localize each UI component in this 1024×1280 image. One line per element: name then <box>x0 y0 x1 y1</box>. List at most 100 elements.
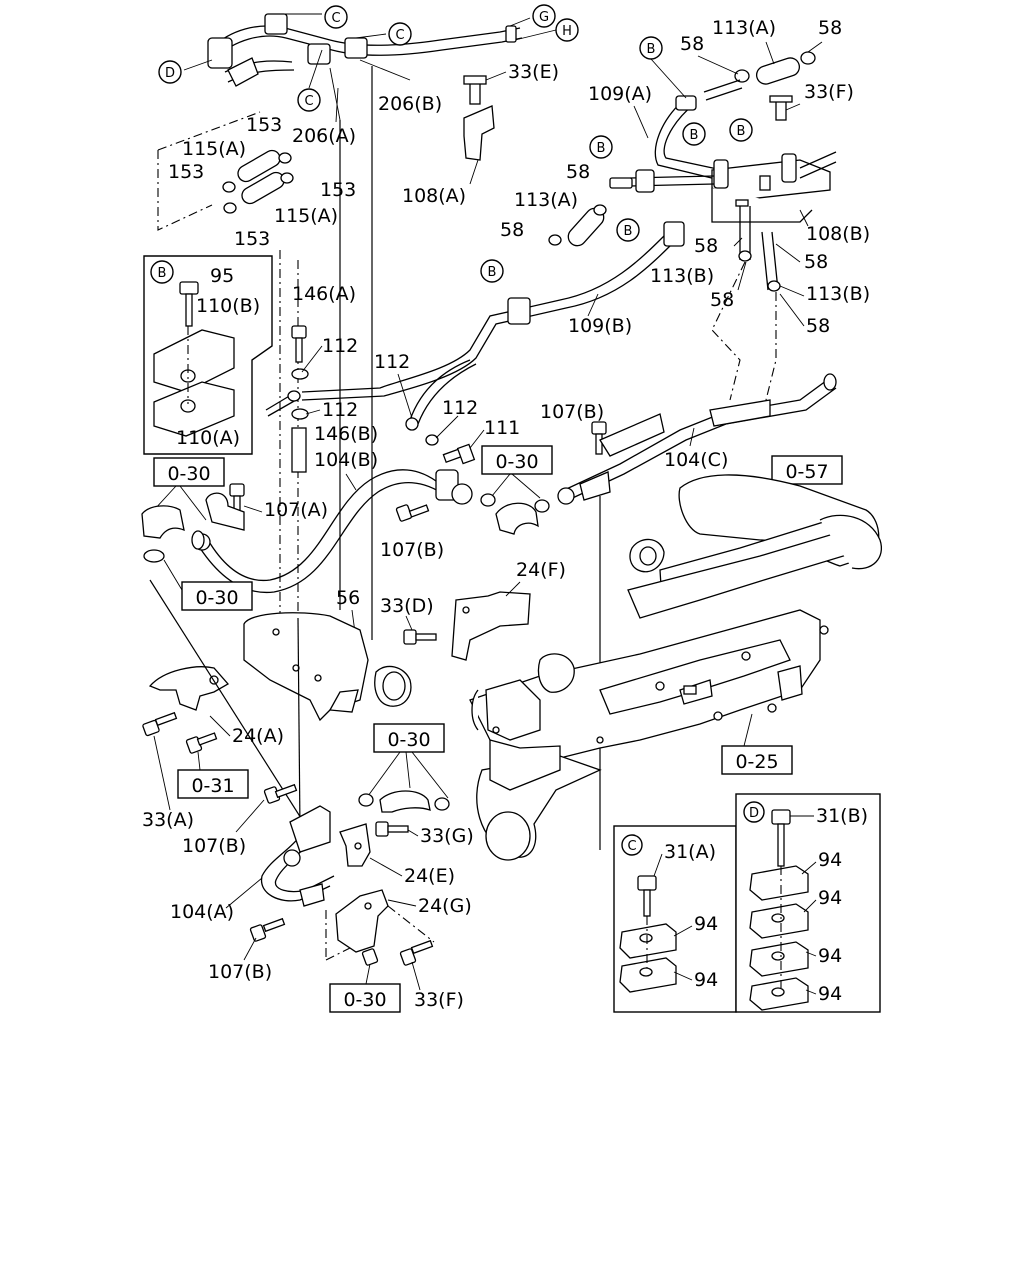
label-115a-2: 115(A) <box>274 205 338 227</box>
svg-text:0-25: 0-25 <box>735 751 778 773</box>
label-112-1: 112 <box>322 335 358 357</box>
svg-text:B: B <box>158 266 167 281</box>
bracket-24a <box>148 666 230 711</box>
label-33e: 33(E) <box>508 61 559 83</box>
inset-box-d: D <box>735 793 881 1013</box>
label-113a-2: 113(A) <box>514 189 578 211</box>
label-104a: 104(A) <box>170 901 234 923</box>
svg-text:B: B <box>624 224 633 239</box>
label-58-5: 58 <box>694 235 718 257</box>
label-94-6: 94 <box>818 983 842 1005</box>
svg-text:B: B <box>488 265 497 280</box>
callout-c2: C <box>388 22 412 46</box>
label-33a: 33(A) <box>142 809 194 831</box>
label-108b: 108(B) <box>806 223 870 245</box>
bracket-24f <box>451 591 531 661</box>
hose-elbow-lower <box>358 790 450 813</box>
pipe-109b <box>265 221 685 431</box>
label-153-1: 153 <box>246 114 282 136</box>
label-206b: 206(B) <box>378 93 442 115</box>
label-113b-2: 113(B) <box>806 283 870 305</box>
ref-box-0-30-2: 0-30 <box>481 445 553 475</box>
label-110a: 110(A) <box>176 427 240 449</box>
hose-115a-group <box>157 111 294 231</box>
callout-c3: C <box>297 88 321 112</box>
label-104b: 104(B) <box>314 449 378 471</box>
svg-text:B: B <box>690 128 699 143</box>
bracket-24e <box>339 823 371 867</box>
svg-text:0-30: 0-30 <box>343 989 386 1011</box>
callout-b-4: B <box>589 135 613 159</box>
svg-text:C: C <box>331 11 340 26</box>
label-95: 95 <box>210 265 234 287</box>
bolt-146a <box>291 325 307 363</box>
bolt-107b-3 <box>263 783 298 804</box>
label-153-4: 153 <box>234 228 270 250</box>
ref-box-0-57: 0-57 <box>771 455 843 485</box>
manifold-108b <box>629 151 837 223</box>
bolt-107b-1 <box>591 421 607 455</box>
callout-d1: D <box>158 60 182 84</box>
svg-text:C: C <box>395 28 404 43</box>
label-107b-4: 107(B) <box>208 961 272 983</box>
spacer-146b <box>291 427 307 473</box>
svg-text:0-31: 0-31 <box>191 775 234 797</box>
label-146b: 146(B) <box>314 423 378 445</box>
label-107b-2: 107(B) <box>380 539 444 561</box>
label-24f: 24(F) <box>516 559 566 581</box>
callout-b-6: B <box>480 259 504 283</box>
svg-text:H: H <box>562 24 572 39</box>
top-right-hose-group <box>654 51 816 181</box>
label-58-4: 58 <box>500 219 524 241</box>
label-58-6: 58 <box>804 251 828 273</box>
label-94-2: 94 <box>694 969 718 991</box>
callout-b-2: B <box>682 122 706 146</box>
label-109b: 109(B) <box>568 315 632 337</box>
bolt-0-31 <box>185 732 218 754</box>
label-56: 56 <box>336 587 360 609</box>
label-33d: 33(D) <box>380 595 434 617</box>
label-115a-1: 115(A) <box>182 138 246 160</box>
bolt-111 <box>442 443 476 465</box>
label-58-8: 58 <box>806 315 830 337</box>
hose-elbow-mid <box>480 493 550 535</box>
ref-box-0-30-1: 0-30 <box>153 457 225 487</box>
svg-text:0-30: 0-30 <box>195 587 238 609</box>
callout-b-3: B <box>729 118 753 142</box>
engine-block <box>469 474 882 861</box>
label-31a: 31(A) <box>664 841 716 863</box>
label-58-7: 58 <box>710 289 734 311</box>
label-33f-1: 33(F) <box>804 81 854 103</box>
label-109a: 109(A) <box>588 83 652 105</box>
bolt-33f-lower <box>361 939 434 966</box>
label-107b-1: 107(B) <box>540 401 604 423</box>
svg-text:0-30: 0-30 <box>167 463 210 485</box>
label-31b: 31(B) <box>816 805 868 827</box>
label-33g: 33(G) <box>420 825 474 847</box>
top-left-pipe-assembly <box>183 13 557 121</box>
label-94-4: 94 <box>818 887 842 909</box>
bracket-107a <box>205 483 245 531</box>
ref-box-0-30-3: 0-30 <box>181 581 253 611</box>
svg-text:G: G <box>539 10 549 25</box>
svg-text:0-30: 0-30 <box>387 729 430 751</box>
label-113a-1: 113(A) <box>712 17 776 39</box>
label-104c: 104(C) <box>664 449 728 471</box>
svg-text:C: C <box>304 94 313 109</box>
label-146a: 146(A) <box>292 283 356 305</box>
svg-text:C: C <box>627 839 636 854</box>
svg-text:B: B <box>597 141 606 156</box>
callout-b-5: B <box>616 218 640 242</box>
bolt-107b-4 <box>249 917 286 942</box>
label-58-3: 58 <box>566 161 590 183</box>
ref-box-0-31: 0-31 <box>177 769 249 799</box>
label-107b-3: 107(B) <box>182 835 246 857</box>
svg-text:B: B <box>737 124 746 139</box>
inset-box-b <box>143 255 273 455</box>
bolt-33a <box>142 711 178 737</box>
label-24a: 24(A) <box>232 725 284 747</box>
svg-text:B: B <box>647 42 656 57</box>
ref-box-0-30-4: 0-30 <box>373 723 445 753</box>
label-108a: 108(A) <box>402 185 466 207</box>
